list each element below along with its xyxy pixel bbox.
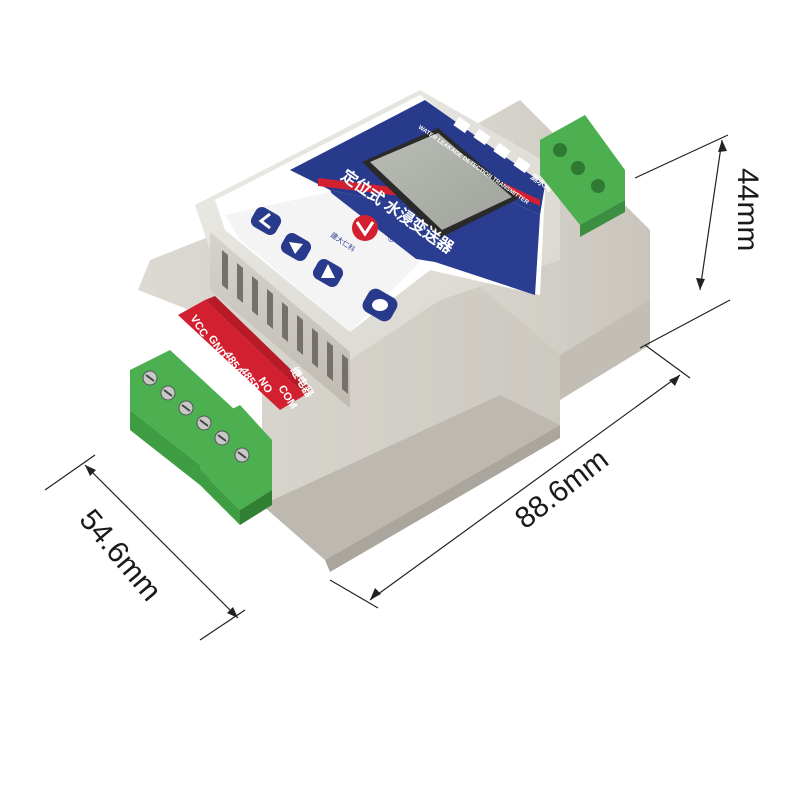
button-left[interactable] [248,204,283,237]
triangle-up-icon [321,264,335,278]
vent-slot [237,263,243,303]
vent-slot [342,354,348,394]
registered-mark: ® [388,234,395,244]
dimension-width-label: 54.6mm [73,503,168,607]
rear-terminal-block [540,115,625,237]
vent-slot [312,328,318,368]
screw-slot [163,389,173,397]
vent-slot [252,276,258,316]
screw-slot [217,434,227,442]
dimension-lines [44,134,731,641]
terminal-label-strip [178,296,312,410]
dimension-height-label: 44mm [731,168,764,251]
lcd-screen [362,128,520,238]
button-down[interactable] [278,230,313,263]
vent-group [222,250,348,394]
screw-slot [181,404,191,412]
chevron-left-icon [258,212,271,230]
vent-slot [222,250,228,290]
vent-slot [327,341,333,381]
button-up[interactable] [310,256,345,289]
screw-slot [199,419,209,427]
screw-slot [145,374,155,382]
triangle-down-icon [289,242,303,254]
terminal-screws [142,370,250,463]
dimension-arrows [85,140,727,618]
vent-slot [267,289,273,329]
vent-slot [297,315,303,355]
circle-icon [372,299,388,311]
panel-top-marks [453,116,531,174]
vent-slot [282,302,288,342]
screw-slot [237,451,247,459]
button-ok[interactable] [360,286,401,325]
